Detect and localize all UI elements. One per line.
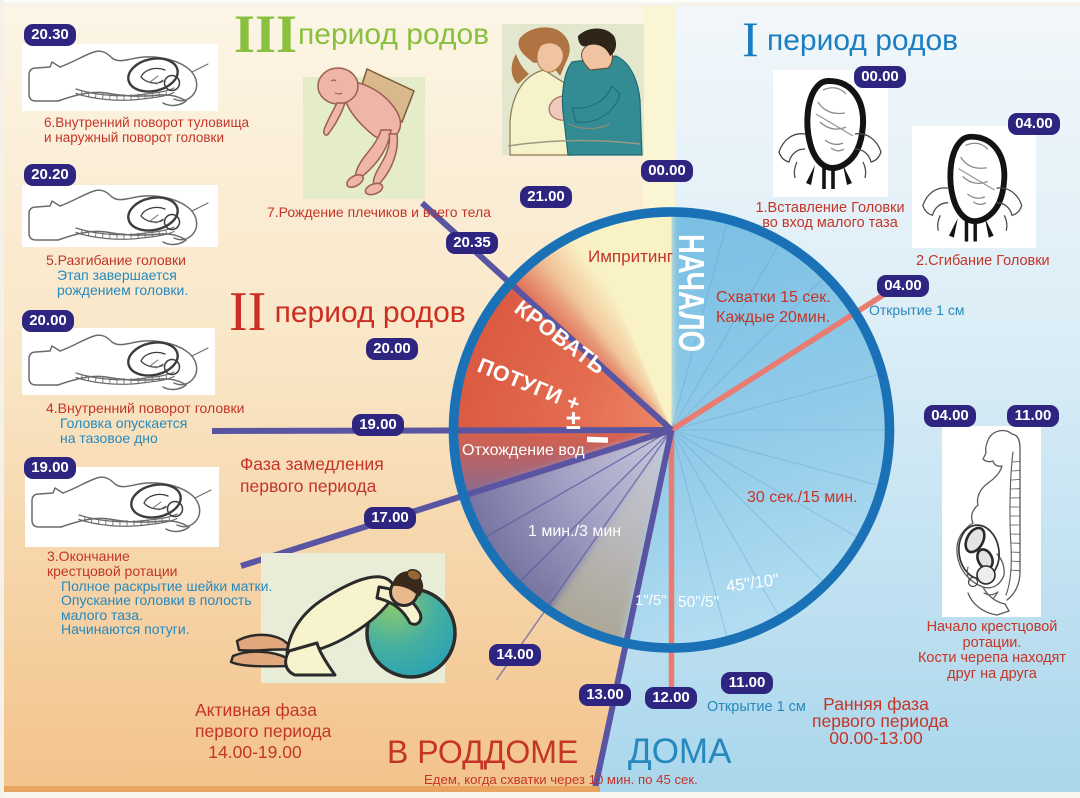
svg-text:НАЧАЛО: НАЧАЛО — [671, 234, 712, 352]
svg-text:Отхождение вод: Отхождение вод — [462, 442, 585, 459]
svg-text:1 мин./3 мин: 1 мин./3 мин — [528, 523, 621, 540]
svg-text:±: ± — [566, 405, 581, 435]
svg-text:1"/5": 1"/5" — [635, 592, 667, 609]
svg-text:50"/5": 50"/5" — [678, 594, 719, 611]
